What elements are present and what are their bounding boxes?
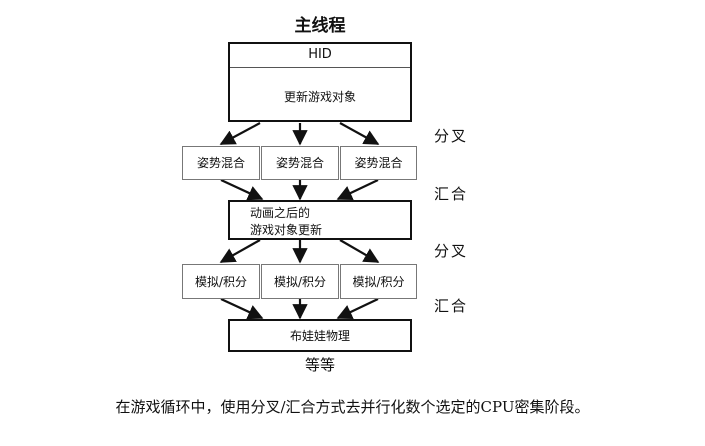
diagram-title: 主线程 <box>294 16 346 36</box>
pose-blend-box-3: 姿势混合 <box>340 146 417 180</box>
join-label-2: 汇合 <box>434 297 469 315</box>
ragdoll-physics-box: 布娃娃物理 <box>228 319 412 352</box>
arrow-fork2-right <box>339 239 380 263</box>
arrow-fork1-right <box>339 122 380 145</box>
sim-integrate-box-1: 模拟/积分 <box>182 264 260 299</box>
etc-label: 等等 <box>304 356 335 374</box>
pose-blend-box-2: 姿势混合 <box>261 146 339 180</box>
figure-caption: 在游戏循环中，使用分叉/汇合方式去并行化数个选定的CPU密集阶段。 <box>115 398 590 416</box>
sim-integrate-box-2: 模拟/积分 <box>261 264 339 299</box>
fork-label-1: 分叉 <box>434 127 469 145</box>
arrow-fork2-left <box>219 239 261 263</box>
arrow-join2-right <box>336 298 379 320</box>
sim-integrate-box-3: 模拟/积分 <box>340 264 417 299</box>
hid-label: HID <box>308 47 332 62</box>
arrow-join1-left <box>220 179 264 201</box>
sim-integrate-label: 模拟/积分 <box>352 275 405 289</box>
ragdoll-physics-label: 布娃娃物理 <box>289 329 350 343</box>
pose-blend-label: 姿势混合 <box>196 156 245 170</box>
arrow-fork1-left <box>219 122 261 145</box>
arrow-join1-right <box>336 179 379 201</box>
update-game-objects-label: 更新游戏对象 <box>283 90 356 104</box>
update-game-objects-box: HID 更新游戏对象 <box>228 42 412 122</box>
pose-blend-box-1: 姿势混合 <box>182 146 260 180</box>
join-label-1: 汇合 <box>434 185 469 203</box>
pose-blend-label: 姿势混合 <box>275 156 324 170</box>
hid-divider <box>230 67 410 68</box>
post-animation-update-box: 动画之后的 游戏对象更新 <box>228 200 412 240</box>
pose-blend-label: 姿势混合 <box>354 156 403 170</box>
arrow-join2-left <box>220 298 264 320</box>
post-animation-line2: 游戏对象更新 <box>250 223 323 237</box>
fork-label-2: 分叉 <box>434 242 469 260</box>
sim-integrate-label: 模拟/积分 <box>273 275 327 289</box>
sim-integrate-label: 模拟/积分 <box>194 275 248 289</box>
post-animation-line1: 动画之后的 <box>250 206 311 220</box>
